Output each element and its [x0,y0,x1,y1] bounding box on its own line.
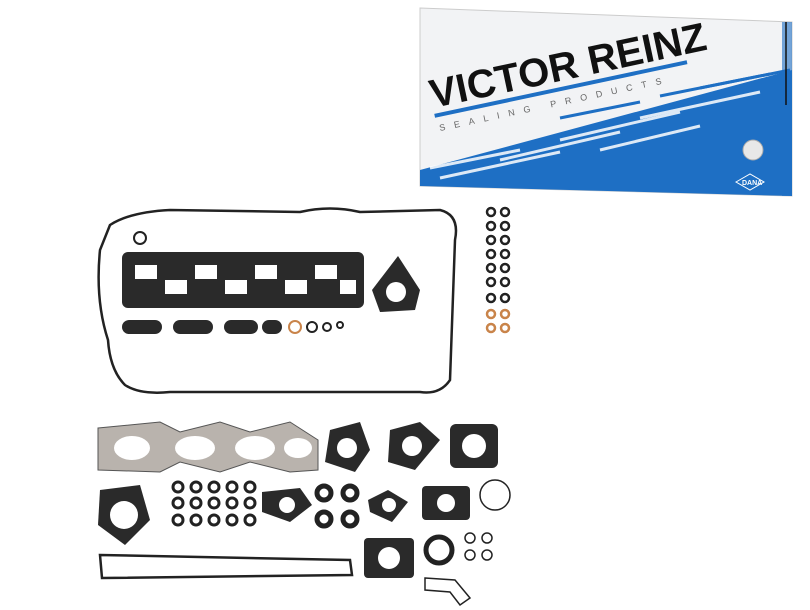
intake-manifold-gasket [122,252,364,308]
oil-pan-gasket [98,553,354,580]
dana-logo-icon [734,173,766,191]
packaging-box: VICTOR REINZ SEALING PRODUCTS DANA [419,7,793,197]
valve-cover-gasket [97,207,458,394]
o-rings [288,320,344,334]
small-loop-gasket [424,577,472,607]
valve-stem-seals [485,206,511,334]
seal-rings [171,479,511,566]
certification-seal-icon [742,139,764,161]
dana-logo-text: DANA [742,180,762,187]
flange-gaskets [98,422,498,578]
exhaust-manifold-gasket [97,421,319,473]
small-gaskets-row [122,320,282,334]
